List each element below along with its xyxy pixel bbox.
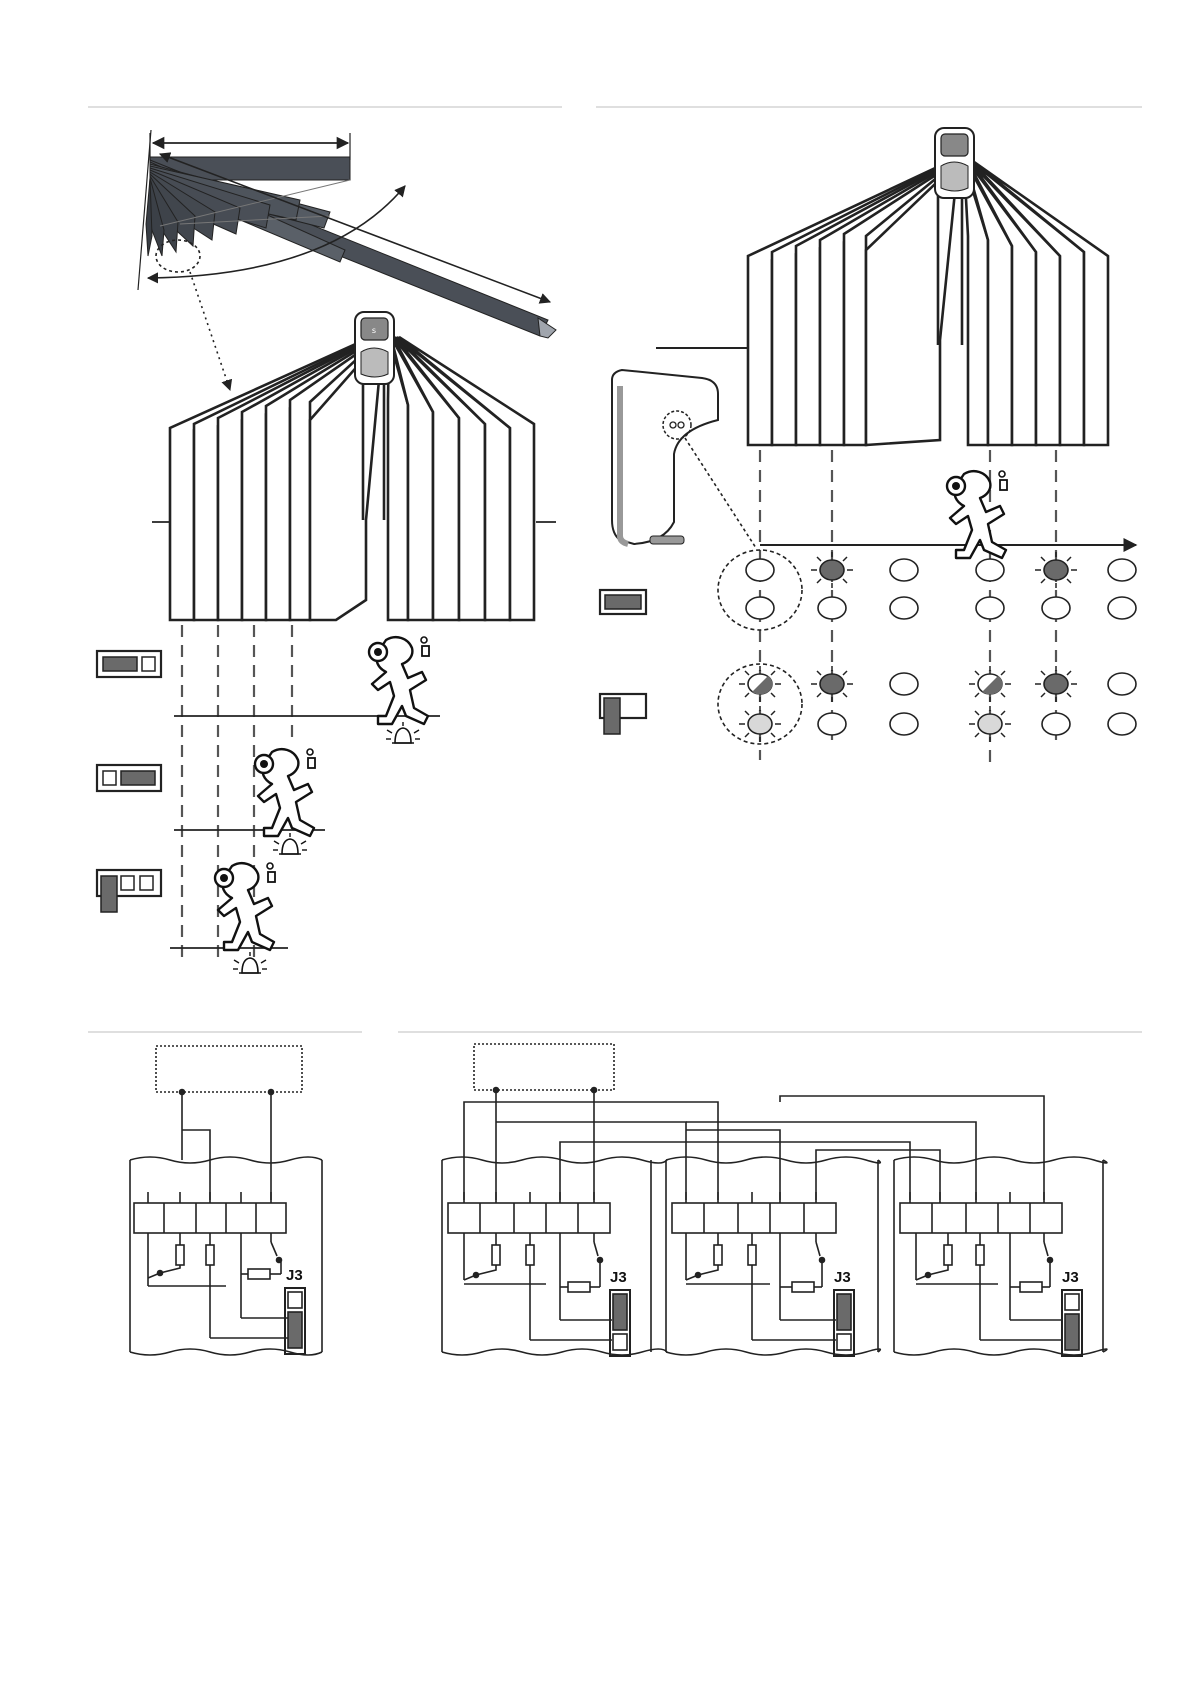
led-switch-setting-2 [600, 694, 646, 734]
pir-detector-icon: s [355, 312, 394, 384]
wiring-diagram-single [130, 1046, 322, 1355]
svg-text:s: s [372, 326, 376, 335]
detector-board-3 [894, 1157, 1107, 1356]
pir-detector-icon [935, 128, 974, 198]
led-states-setting-2 [718, 664, 1136, 744]
detector-front-view [612, 370, 756, 548]
j3-jumper-label: J3 [610, 1269, 627, 1286]
running-intruder-icon [369, 637, 429, 724]
bell-icon [233, 952, 267, 973]
detection-zones-right [656, 162, 1108, 445]
detector-board-2 [666, 1157, 880, 1356]
running-intruder-icon [255, 749, 315, 836]
led-switch-setting-1 [600, 590, 646, 614]
detector-board-1 [442, 1157, 667, 1356]
led-states-setting-1 [718, 550, 1136, 630]
j3-jumper-label: J3 [834, 1269, 851, 1286]
running-intruder-icon [215, 863, 275, 950]
pulse-switch-setting-3 [97, 870, 161, 912]
j3-jumper-label: J3 [1062, 1269, 1079, 1286]
pulse-switch-setting-1 [97, 651, 161, 677]
wiring-diagram-multi [464, 1044, 1044, 1200]
pulse-switch-setting-2 [97, 765, 161, 791]
detection-zones-left [152, 337, 556, 620]
j3-jumper-label: J3 [286, 1267, 303, 1284]
